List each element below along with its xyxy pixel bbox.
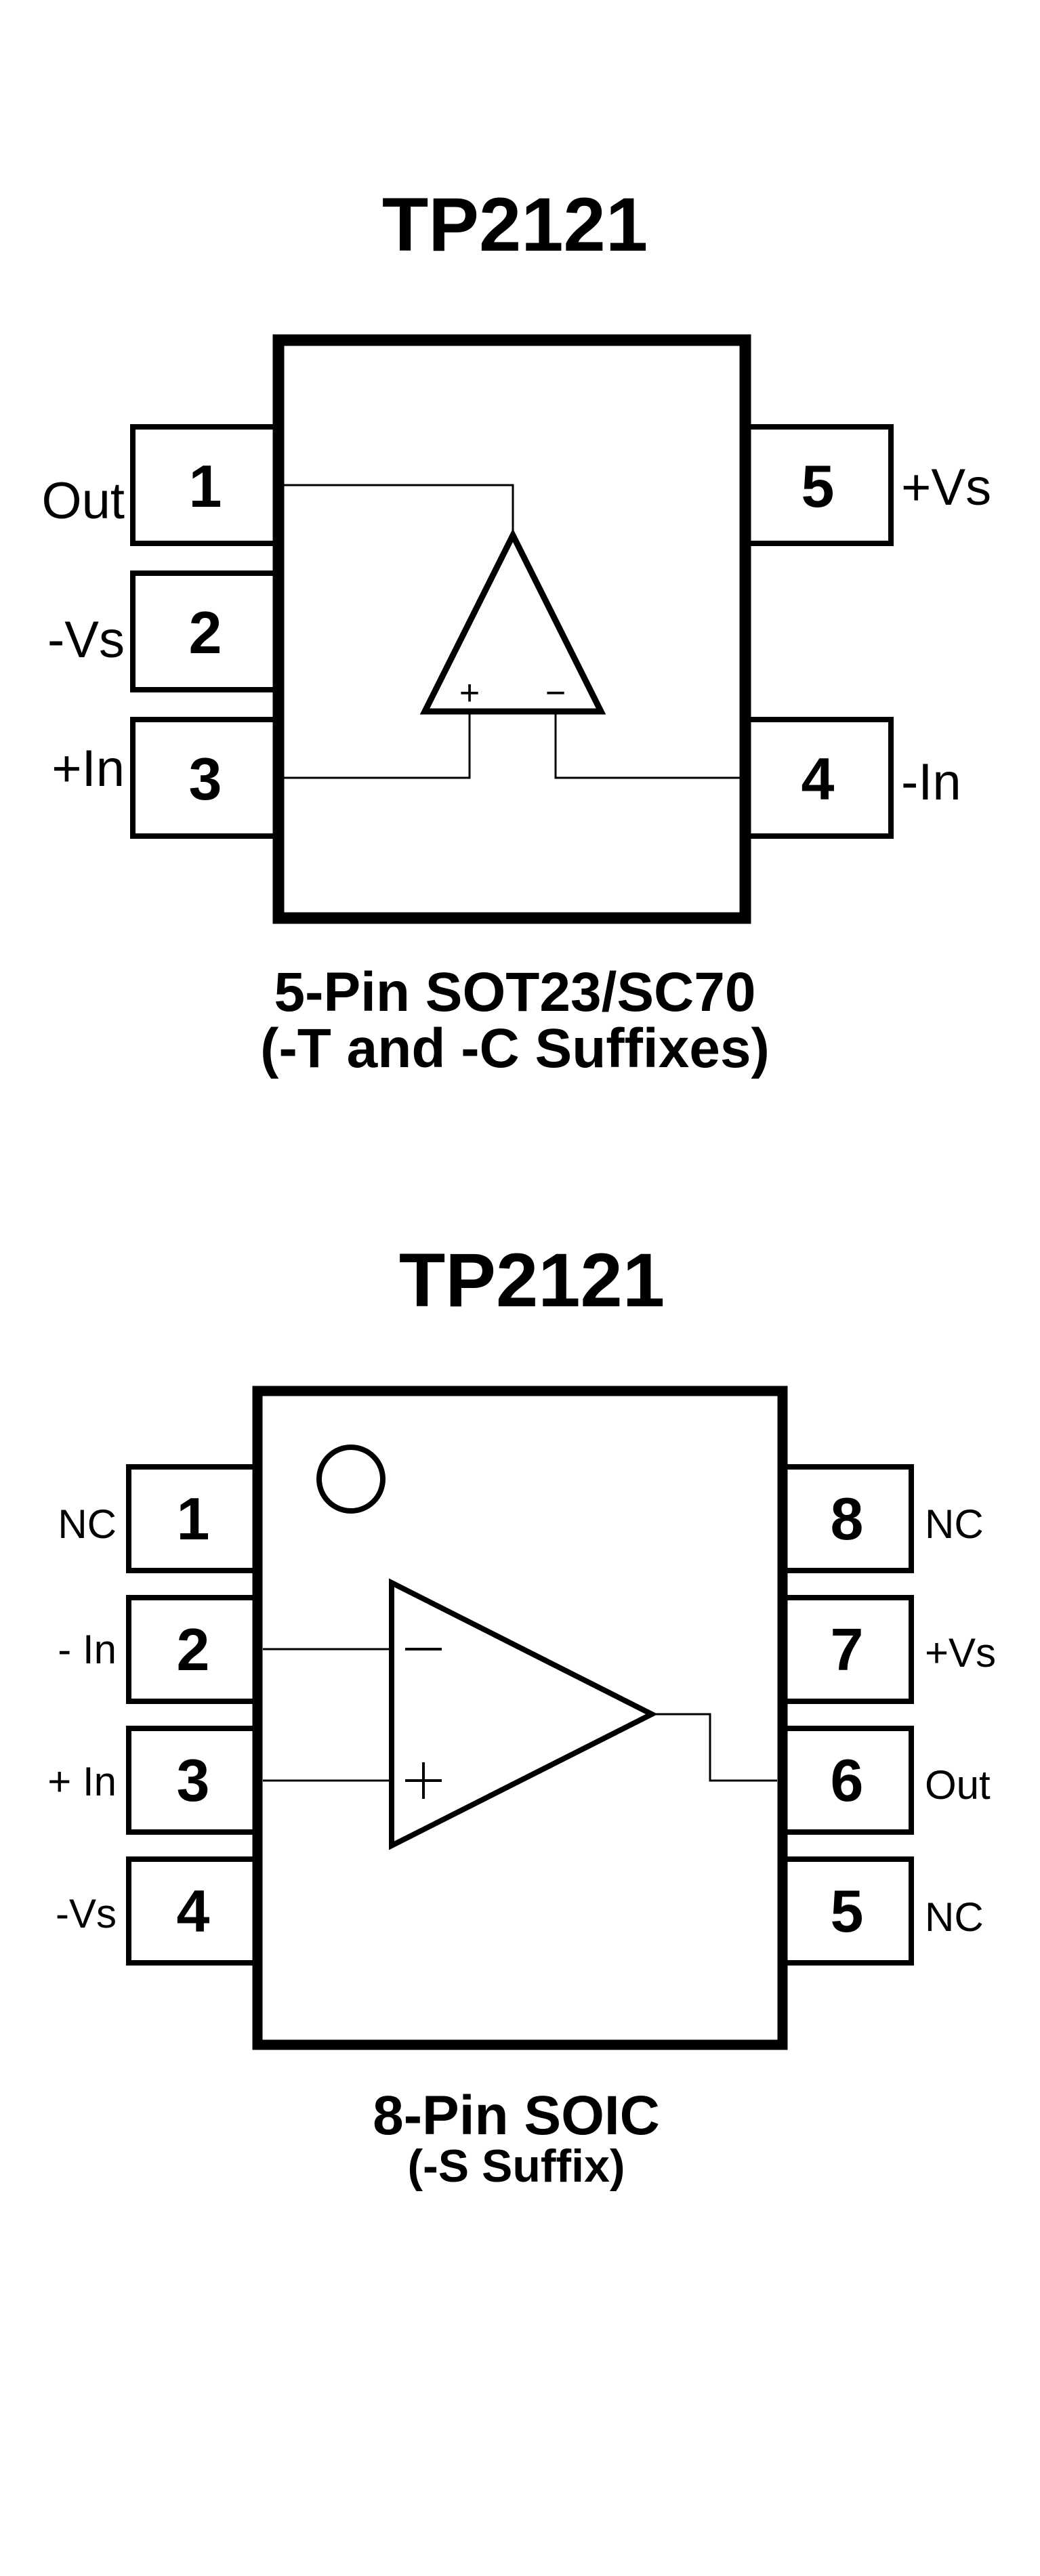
pin-4-box [743, 717, 894, 839]
soic-pin-1-box [126, 1464, 260, 1573]
soic-pin-1-number: 1 [177, 1485, 210, 1552]
soic-pin-2-number: 2 [177, 1616, 210, 1683]
soic-pin-7-label: +Vs [925, 1630, 996, 1676]
wire-plus-in [284, 711, 471, 779]
soic-pin-7-box [780, 1595, 914, 1704]
top-package-suffix: (-T and -C Suffixes) [260, 1018, 770, 1079]
soic-opamp-triangle [389, 1578, 658, 1850]
soic-pin-3-label: + In [47, 1759, 117, 1804]
soic-pin-3-number: 3 [177, 1747, 210, 1814]
soic-pin-4-number: 4 [177, 1877, 210, 1945]
pin-1-box [130, 424, 281, 546]
soic-pin-2-label: - In [58, 1627, 117, 1672]
wire-out [284, 484, 514, 535]
pin-1-number: 1 [189, 453, 222, 520]
soic-pin-1-label: NC [58, 1501, 117, 1547]
pin-2-label: -Vs [47, 611, 125, 669]
plus-symbol: + [459, 673, 480, 713]
bottom-title: TP2121 [399, 1238, 665, 1323]
top-title: TP2121 [382, 182, 648, 267]
soic-pin-8-label: NC [925, 1501, 984, 1547]
pin-3-number: 3 [189, 745, 222, 812]
soic-pin-5-label: NC [925, 1894, 984, 1940]
soic-pin-4-label: -Vs [56, 1891, 117, 1936]
pin-2-box [130, 570, 281, 692]
pin-3-label: +In [51, 740, 125, 797]
soic-pin-8-number: 8 [831, 1485, 864, 1552]
pin1-marker-circle [316, 1445, 386, 1514]
pin-3-box [130, 717, 281, 839]
pin-5-number: 5 [802, 453, 835, 520]
soic-pin-8-box [780, 1464, 914, 1573]
wire-minus-in [554, 711, 740, 779]
soic-pin-7-number: 7 [831, 1616, 864, 1683]
bottom-package-suffix: (-S Suffix) [407, 2140, 625, 2192]
soic-pin-5-number: 5 [831, 1877, 864, 1945]
pin-1-label: Out [42, 472, 125, 530]
pin-5-label: +Vs [901, 459, 991, 516]
soic-diagram: TP2121 1 2 3 4 5 6 7 8 NC - [47, 1238, 996, 2192]
top-package-name: 5-Pin SOT23/SC70 [274, 961, 756, 1023]
pin-5-box [743, 424, 894, 546]
sot23-diagram: TP2121 + − 1 2 3 4 5 Out -Vs +In -In +Vs… [42, 182, 992, 1079]
opamp-triangle [419, 528, 606, 715]
minus-symbol: − [545, 673, 566, 713]
pin-4-number: 4 [802, 745, 835, 812]
soic-pin-5-box [780, 1856, 914, 1966]
soic-pin-6-number: 6 [831, 1747, 864, 1814]
pin-4-label: -In [901, 753, 961, 811]
wire-soic-out [652, 1713, 777, 1782]
pin-2-number: 2 [189, 599, 222, 666]
bottom-package-name: 8-Pin SOIC [373, 2085, 660, 2146]
soic-pin-6-label: Out [925, 1762, 991, 1808]
